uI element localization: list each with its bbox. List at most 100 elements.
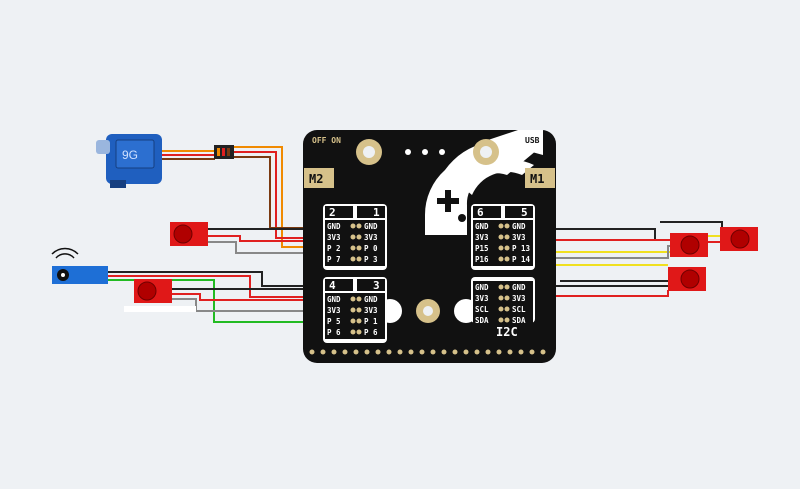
pin-hole[interactable] <box>350 307 356 313</box>
header-pin <box>309 349 315 355</box>
pin-hole[interactable] <box>350 256 356 262</box>
pin-hole[interactable] <box>356 245 362 251</box>
header-pin <box>386 349 392 355</box>
red-module-left-top[interactable] <box>170 222 208 246</box>
wifi-signal-icon <box>51 247 79 259</box>
pin-label: P 6 <box>327 328 341 337</box>
pin-label: GND <box>364 222 378 231</box>
pin-label: 3V3 <box>364 233 378 242</box>
header-pin <box>353 349 359 355</box>
header-pin <box>463 349 469 355</box>
servo-motor[interactable]: 9G <box>96 134 162 188</box>
servo-label: 9G <box>122 148 138 162</box>
pin-hole[interactable] <box>504 245 510 251</box>
wire-ir-red <box>108 275 340 298</box>
port-number: 4 <box>329 279 336 292</box>
pin-hole[interactable] <box>504 284 510 290</box>
wire-ir-black <box>108 271 340 287</box>
wire-mod1-red <box>208 235 340 242</box>
pin-label: GND <box>475 222 489 231</box>
port-number: 2 <box>329 206 336 219</box>
pin-hole[interactable] <box>356 329 362 335</box>
red-module-right-middle[interactable] <box>670 233 708 257</box>
switch-label: OFF ON <box>312 136 341 145</box>
pin-hole[interactable] <box>356 256 362 262</box>
header-pin <box>364 349 370 355</box>
motor-label-left-bg <box>304 168 334 188</box>
pin-hole[interactable] <box>356 223 362 229</box>
red-module-right-top[interactable] <box>720 227 758 251</box>
pin-hole[interactable] <box>504 234 510 240</box>
port-number-2: 3 <box>373 279 380 292</box>
ir-receiver[interactable] <box>51 247 108 284</box>
pin-label: GND <box>327 222 341 231</box>
pin-label: 3V3 <box>327 306 341 315</box>
pin-hole[interactable] <box>498 245 504 251</box>
header-pin <box>375 349 381 355</box>
header-pin <box>408 349 414 355</box>
header-pin <box>529 349 535 355</box>
pin-hole[interactable] <box>350 234 356 240</box>
pin-hole[interactable] <box>498 306 504 312</box>
port-number-2: 1 <box>373 206 380 219</box>
pin-label: 3V3 <box>364 306 378 315</box>
pin-hole[interactable] <box>498 317 504 323</box>
pin-hole[interactable] <box>498 284 504 290</box>
pin-label: P 3 <box>364 255 378 264</box>
pin-label: 3V3 <box>512 294 526 303</box>
pin-hole[interactable] <box>504 223 510 229</box>
pin-label: SCL <box>512 305 526 314</box>
pin-hole[interactable] <box>350 318 356 324</box>
header-pin <box>474 349 480 355</box>
header-pin <box>496 349 502 355</box>
header-pin <box>419 349 425 355</box>
pin-hole[interactable] <box>350 296 356 302</box>
pin-hole[interactable] <box>498 223 504 229</box>
pin-label: GND <box>512 222 526 231</box>
pin-label: GND <box>327 295 341 304</box>
header-pin <box>540 349 546 355</box>
pin-label: SDA <box>512 316 526 325</box>
pin-label: SDA <box>475 316 489 325</box>
i2c-label: I2C <box>496 325 518 339</box>
wire-right-black2 <box>660 221 723 232</box>
pin-hole[interactable] <box>498 234 504 240</box>
pin-label: P 5 <box>327 317 341 326</box>
red-module-right-bottom[interactable] <box>668 267 706 291</box>
pin-hole[interactable] <box>350 245 356 251</box>
red-module-left-bottom[interactable] <box>124 279 196 312</box>
pin-label: GND <box>512 283 526 292</box>
pin-hole[interactable] <box>350 223 356 229</box>
pin-hole[interactable] <box>356 296 362 302</box>
pin-label: P 2 <box>327 244 341 253</box>
header-pin <box>430 349 436 355</box>
pin-hole[interactable] <box>356 307 362 313</box>
header-pin <box>397 349 403 355</box>
pin-label: P 13 <box>512 244 531 253</box>
port-number: 6 <box>477 206 484 219</box>
pin-hole[interactable] <box>356 318 362 324</box>
pin-hole[interactable] <box>504 256 510 262</box>
pin-label: P 6 <box>364 328 378 337</box>
header-pin <box>452 349 458 355</box>
pin-hole[interactable] <box>350 329 356 335</box>
pin-hole[interactable] <box>504 317 510 323</box>
pin-hole[interactable] <box>504 295 510 301</box>
header-pin <box>342 349 348 355</box>
usb-label: USB <box>525 136 540 145</box>
pin-hole[interactable] <box>498 295 504 301</box>
pin-label: P 1 <box>364 317 378 326</box>
pin-hole[interactable] <box>498 256 504 262</box>
pin-hole[interactable] <box>356 234 362 240</box>
header-pin <box>441 349 447 355</box>
pin-label: P15 <box>475 244 489 253</box>
header-pin <box>518 349 524 355</box>
pin-hole[interactable] <box>504 306 510 312</box>
wire-mod1-gray <box>208 241 340 254</box>
